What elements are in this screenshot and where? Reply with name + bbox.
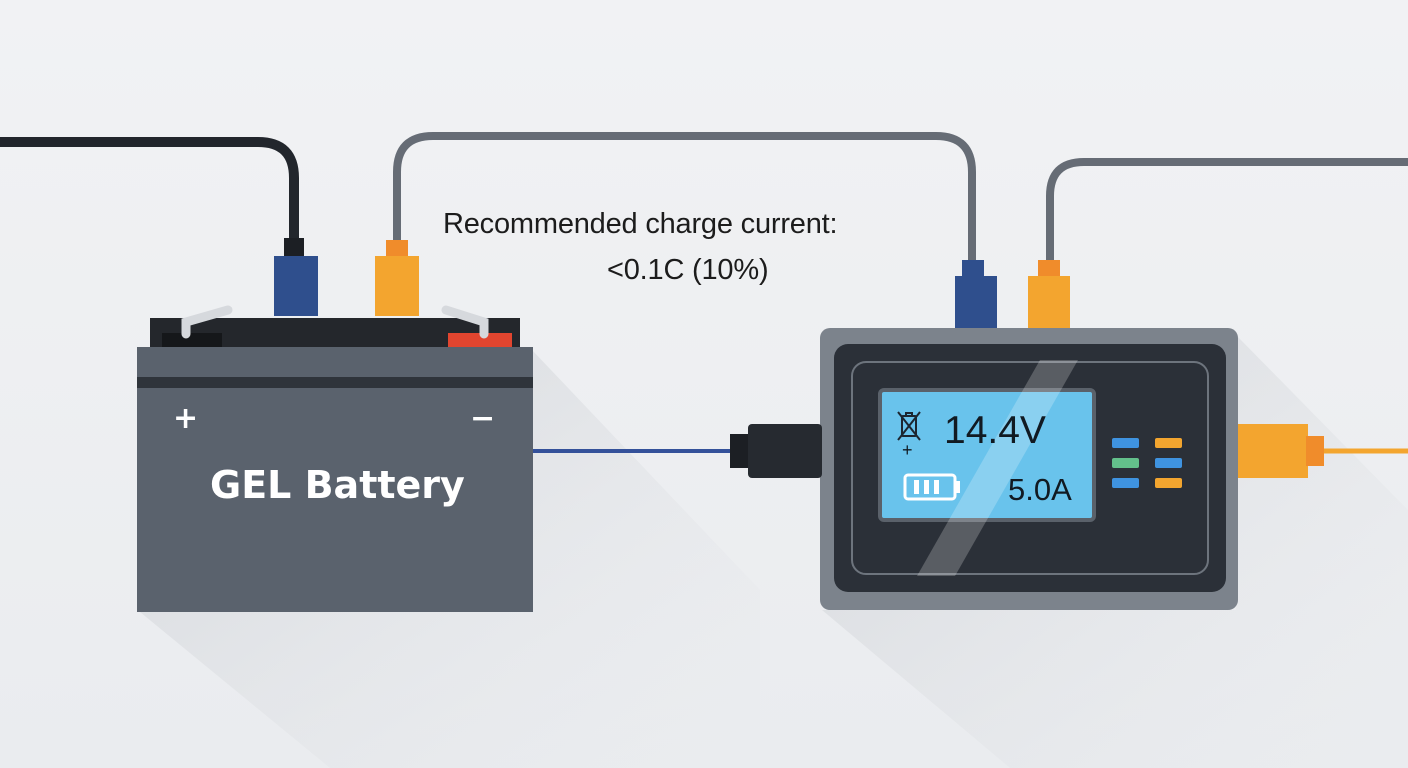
charger-plus-mark: + [902, 440, 913, 460]
battery-plus-sign: + [173, 401, 199, 436]
positive-strap [441, 305, 489, 339]
positive-terminal [448, 333, 512, 349]
negative-strap [181, 305, 233, 339]
annotation-line-1: Recommended charge current: [443, 208, 838, 240]
charger-voltage-readout: 14.4V [944, 409, 1046, 452]
battery-body [137, 347, 533, 612]
battery-minus-sign: − [470, 401, 496, 436]
screen-glare [917, 360, 1078, 576]
charger-current-readout: 5.0A [1008, 472, 1072, 507]
indicator-blue-1 [1112, 438, 1139, 448]
battery-negative-connector [274, 238, 318, 316]
no-battery-icon [897, 411, 921, 441]
annotation-line-2: <0.1C (10%) [607, 254, 769, 286]
top-left-black-wire [0, 137, 299, 245]
charger-negative-connector [955, 260, 997, 328]
gel-battery [137, 305, 533, 612]
battery-band [137, 377, 533, 388]
indicator-lights [1112, 438, 1182, 488]
battery-label: GEL Battery [210, 463, 465, 507]
battery-shadow [140, 350, 760, 768]
right-gray-wire [1046, 158, 1408, 262]
charger-left-plug [730, 424, 822, 478]
indicator-green [1112, 458, 1139, 468]
charger-positive-connector [1028, 260, 1070, 328]
top-gray-wire [393, 132, 976, 262]
charger-bezel [851, 361, 1209, 575]
battery-level-icon [903, 473, 960, 501]
indicator-blue-2 [1155, 458, 1182, 468]
indicator-blue-3 [1112, 478, 1139, 488]
indicator-orange-1 [1155, 438, 1182, 448]
battery-charger [820, 328, 1238, 610]
charger-screen [878, 388, 1096, 522]
indicator-orange-2 [1155, 478, 1182, 488]
negative-terminal [162, 333, 222, 349]
charger-right-plug [1238, 424, 1324, 478]
battery-positive-connector [375, 240, 419, 316]
